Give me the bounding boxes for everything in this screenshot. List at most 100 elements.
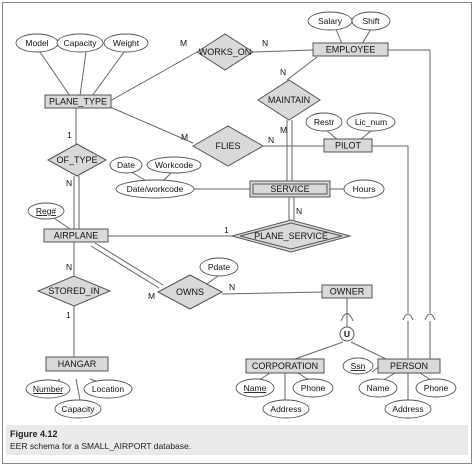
entity-person[interactable]: PERSON xyxy=(377,358,441,374)
svg-text:Capacity: Capacity xyxy=(63,38,97,48)
svg-text:PLANE_SERVICE: PLANE_SERVICE xyxy=(254,231,328,241)
attribute-name-person[interactable]: Name xyxy=(358,378,398,398)
svg-text:Pdate: Pdate xyxy=(208,262,230,272)
svg-text:EMPLOYEE: EMPLOYEE xyxy=(326,45,376,55)
svg-text:Salary: Salary xyxy=(318,16,343,26)
relationship-owns[interactable]: OWNS xyxy=(156,274,224,310)
attribute-date-workcode[interactable]: Date/workcode xyxy=(115,179,195,199)
connection-lines xyxy=(39,28,436,404)
relationship-of-type[interactable]: OF_TYPE xyxy=(46,143,108,177)
svg-text:Phone: Phone xyxy=(424,383,449,393)
attribute-restr[interactable]: Restr xyxy=(305,112,343,132)
svg-text:U: U xyxy=(344,329,350,339)
outer-border xyxy=(2,2,472,464)
svg-text:Shift: Shift xyxy=(362,16,380,26)
svg-text:Hours: Hours xyxy=(353,184,376,194)
entity-employee[interactable]: EMPLOYEE xyxy=(312,42,389,57)
svg-text:Location: Location xyxy=(92,384,124,394)
svg-text:Ssn: Ssn xyxy=(351,361,366,371)
svg-text:OF_TYPE: OF_TYPE xyxy=(56,155,97,165)
caption-text: EER schema for a SMALL_AIRPORT database. xyxy=(10,441,191,451)
entity-hangar[interactable]: HANGAR xyxy=(45,356,109,372)
attribute-address-person[interactable]: Address xyxy=(384,399,432,419)
svg-text:Capacity: Capacity xyxy=(61,404,95,414)
entity-corporation[interactable]: CORPORATION xyxy=(245,358,325,374)
svg-text:WORKS_ON: WORKS_ON xyxy=(199,47,252,57)
attribute-workcode[interactable]: Workcode xyxy=(146,156,202,174)
svg-text:N: N xyxy=(280,67,286,77)
attribute-phone-corporation[interactable]: Phone xyxy=(292,378,334,398)
entity-plane-type[interactable]: PLANE_TYPE xyxy=(44,94,112,109)
relationship-maintain[interactable]: MAINTAIN xyxy=(257,79,321,121)
attribute-capacity-plane-type[interactable]: Capacity xyxy=(56,33,104,53)
entity-service[interactable]: SERVICE xyxy=(249,180,331,198)
svg-text:Lic_num: Lic_num xyxy=(355,117,387,127)
svg-text:M: M xyxy=(280,125,287,135)
entity-airplane[interactable]: AIRPLANE xyxy=(43,228,109,243)
svg-text:Name: Name xyxy=(244,383,267,393)
svg-text:FLIES: FLIES xyxy=(215,141,240,151)
svg-text:N: N xyxy=(262,38,268,48)
svg-text:OWNS: OWNS xyxy=(176,287,204,297)
svg-text:AIRPLANE: AIRPLANE xyxy=(54,231,99,241)
relationship-works-on[interactable]: WORKS_ON xyxy=(196,33,254,71)
svg-text:N: N xyxy=(66,262,72,272)
svg-text:Date: Date xyxy=(117,160,135,170)
attribute-name-corporation[interactable]: Name xyxy=(235,378,275,398)
svg-text:1: 1 xyxy=(66,310,71,320)
attribute-ssn[interactable]: Ssn xyxy=(342,357,374,375)
svg-text:PLANE_TYPE: PLANE_TYPE xyxy=(49,97,107,107)
svg-text:Number: Number xyxy=(33,384,63,394)
svg-text:1: 1 xyxy=(224,225,229,235)
attribute-number[interactable]: Number xyxy=(25,379,71,399)
attribute-date[interactable]: Date xyxy=(109,156,143,174)
attribute-capacity-hangar[interactable]: Capacity xyxy=(54,399,102,419)
svg-text:M: M xyxy=(181,132,188,142)
attribute-location[interactable]: Location xyxy=(83,379,133,399)
entity-pilot[interactable]: PILOT xyxy=(323,138,373,153)
attribute-phone-person[interactable]: Phone xyxy=(415,378,457,398)
attribute-address-corporation[interactable]: Address xyxy=(262,399,310,419)
svg-text:N: N xyxy=(66,178,72,188)
svg-text:Workcode: Workcode xyxy=(155,160,193,170)
attribute-hours[interactable]: Hours xyxy=(343,179,385,199)
figure-caption: Figure 4.12 EER schema for a SMALL_AIRPO… xyxy=(6,425,468,455)
svg-text:N: N xyxy=(296,206,302,216)
attribute-salary[interactable]: Salary xyxy=(307,11,353,31)
svg-text:Address: Address xyxy=(392,404,423,414)
attribute-shift[interactable]: Shift xyxy=(351,11,391,31)
svg-text:Date/workcode: Date/workcode xyxy=(127,184,184,194)
svg-text:SERVICE: SERVICE xyxy=(270,184,309,194)
relationship-stored-in[interactable]: STORED_IN xyxy=(36,275,112,307)
attribute-weight[interactable]: Weight xyxy=(103,33,149,53)
svg-text:Phone: Phone xyxy=(301,383,326,393)
cardinality-labels: M N N M M N 1 N 1 N N 1 M N xyxy=(66,38,302,320)
svg-text:Address: Address xyxy=(270,404,301,414)
svg-text:N: N xyxy=(229,282,235,292)
svg-text:Name: Name xyxy=(367,383,390,393)
attribute-model[interactable]: Model xyxy=(15,33,59,53)
svg-text:PERSON: PERSON xyxy=(390,361,428,371)
attribute-reg-num[interactable]: Reg# xyxy=(27,202,65,220)
svg-text:OWNER: OWNER xyxy=(330,287,365,297)
svg-text:STORED_IN: STORED_IN xyxy=(48,286,99,296)
entity-owner[interactable]: OWNER xyxy=(321,284,373,299)
svg-text:Model: Model xyxy=(25,38,48,48)
svg-text:PILOT: PILOT xyxy=(335,141,362,151)
caption-figure-number: Figure 4.12 xyxy=(10,429,58,439)
svg-text:CORPORATION: CORPORATION xyxy=(252,361,318,371)
svg-text:1: 1 xyxy=(67,130,72,140)
relationship-flies[interactable]: FLIES xyxy=(191,125,265,167)
attribute-lic-num[interactable]: Lic_num xyxy=(346,112,396,132)
svg-text:N: N xyxy=(268,135,274,145)
svg-text:HANGAR: HANGAR xyxy=(58,359,97,369)
svg-text:Reg#: Reg# xyxy=(36,206,57,216)
union-category-circle[interactable]: U xyxy=(339,326,355,342)
svg-text:MAINTAIN: MAINTAIN xyxy=(268,95,310,105)
svg-text:Restr: Restr xyxy=(314,117,334,127)
svg-text:M: M xyxy=(148,291,155,301)
attribute-pdate[interactable]: Pdate xyxy=(199,257,239,277)
relationship-plane-service[interactable]: PLANE_SERVICE xyxy=(230,219,352,253)
